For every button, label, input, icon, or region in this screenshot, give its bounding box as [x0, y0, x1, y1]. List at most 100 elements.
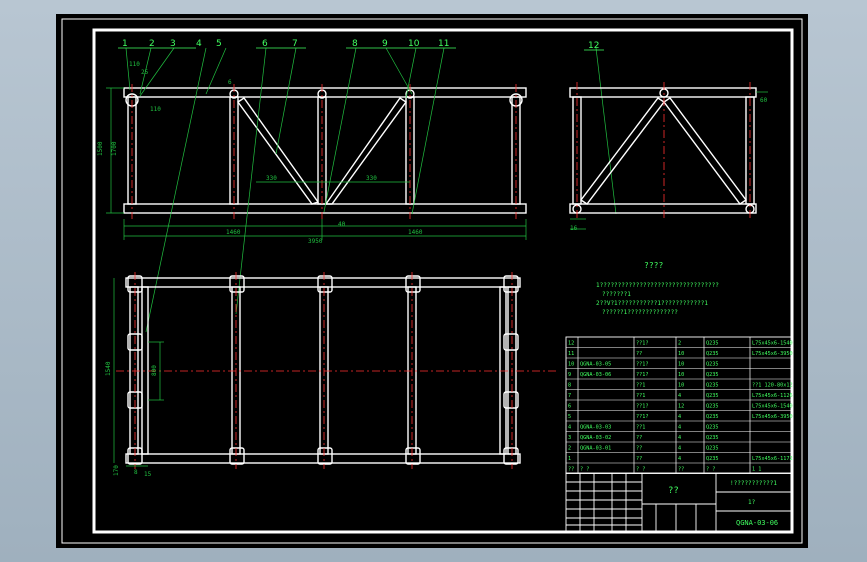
- balloon-5: 5: [216, 39, 222, 49]
- front-dim-text: 110 25 6 1500 1700 330 330 3950 1460 146…: [97, 61, 423, 245]
- bom-header-code: ? ?: [580, 467, 589, 473]
- bom-cell-mat: Q235: [706, 414, 719, 420]
- bom-cell-no: 9: [568, 372, 571, 378]
- dim-d12: 40: [338, 221, 346, 228]
- bom-cell-no: 6: [568, 404, 571, 410]
- dim-d18: 170: [113, 465, 120, 476]
- bom-cell-qty: 4: [678, 414, 681, 420]
- bom-cell-std: L75x45x6-1540: [752, 341, 793, 347]
- front-dimensions: [106, 47, 617, 333]
- plan-dimensions: [113, 278, 164, 467]
- dim-d6: 1700: [111, 141, 118, 156]
- side-elevation: [569, 87, 757, 214]
- title-top-right: !???????????1: [730, 480, 777, 487]
- bom-cell-no: 12: [568, 341, 574, 347]
- balloon-3: 3: [170, 39, 176, 49]
- title-scale: 1?: [748, 499, 756, 506]
- bom-cell-no: 7: [568, 393, 571, 399]
- bom-cell-qty: 4: [678, 425, 681, 431]
- bom-cell-no: 10: [568, 362, 574, 368]
- bom-frame: [565, 336, 793, 474]
- bom-cell-std: L75x45x6-1126: [752, 393, 793, 399]
- side-centerlines: [576, 82, 751, 219]
- title-center: ??: [668, 486, 679, 496]
- bom-cell-mat: Q235: [706, 425, 719, 431]
- notes-line2: ???????1: [602, 291, 631, 298]
- bom-cell-qty: 2: [678, 341, 681, 347]
- bom-cell-mat: Q235: [706, 435, 719, 441]
- bom-cell-name: ??: [636, 446, 642, 452]
- dim-d5: 1500: [97, 141, 104, 156]
- bom-cell-no: 4: [568, 425, 571, 431]
- dim-d14: 1540: [105, 361, 112, 376]
- bom-cell-code: QGNA-03-02: [580, 435, 611, 441]
- bom-header-qty: ??: [678, 467, 684, 473]
- bom-cell-name: ??1?: [636, 404, 649, 410]
- notes-line3: 2??V?1???????????1????????????1: [596, 300, 708, 307]
- inner-border: [92, 28, 794, 534]
- bom-cell-code: QGNA-03-06: [580, 372, 611, 378]
- bom-cell-mat: Q235: [706, 362, 719, 368]
- bom-cell-name: ??1?: [636, 372, 649, 378]
- bom-cell-no: 3: [568, 435, 571, 441]
- bom-cell-code: QGNA-03-05: [580, 362, 611, 368]
- bom-cell-no: 1: [568, 456, 571, 462]
- dim-d13: 110: [150, 106, 161, 113]
- bom-cell-mat: Q235: [706, 404, 719, 410]
- bom-cell-qty: 12: [678, 404, 684, 410]
- plan-centerlines: [116, 272, 556, 469]
- bom-cell-name: ??1?: [636, 414, 649, 420]
- dim-d15: 800: [151, 365, 158, 376]
- bom-cell-no: 8: [568, 383, 571, 389]
- balloon-7: 7: [292, 39, 298, 49]
- bom-cell-qty: 10: [678, 372, 684, 378]
- dim-d4: 6: [228, 79, 232, 86]
- notes-title: ????: [644, 261, 663, 270]
- bom-cell-name: ??1: [636, 425, 645, 431]
- dim-d19: 8: [134, 469, 138, 476]
- balloon-2: 2: [149, 39, 155, 49]
- bom-cell-qty: 10: [678, 351, 684, 357]
- bom-header-std: 1 1: [752, 467, 761, 473]
- side-dim-text: 60 16: [570, 97, 768, 232]
- bom-cell-name: ??1?: [636, 341, 649, 347]
- bom-cell-qty: 4: [678, 393, 681, 399]
- bom-cell-qty: 10: [678, 383, 684, 389]
- bom-cell-std: L75x45x6-1172: [752, 456, 793, 462]
- bom-header-no: ??: [568, 467, 574, 473]
- bom-cell-name: ??: [636, 456, 642, 462]
- balloon-9: 9: [382, 39, 388, 49]
- bom-cell-name: ??1: [636, 393, 645, 399]
- balloon-6: 6: [262, 39, 268, 49]
- dim-d16: 60: [760, 97, 768, 104]
- dim-d1: 110: [129, 61, 140, 68]
- balloon-4: 4: [196, 39, 202, 49]
- bom-cell-std: L75x45x6-3950: [752, 414, 793, 420]
- balloon-12: 12: [588, 41, 599, 51]
- balloon-10: 10: [408, 39, 420, 49]
- bom-cell-std: L75x45x6-1540: [752, 404, 793, 410]
- bom-cell-qty: 4: [678, 456, 681, 462]
- bom-header-mat: ? ?: [706, 467, 715, 473]
- bom-cell-code: QGNA-03-01: [580, 446, 611, 452]
- plan-view: [125, 275, 521, 465]
- bom-cell-mat: Q235: [706, 383, 719, 389]
- bom-cell-std: ??1 120-80x12: [752, 383, 793, 389]
- bom-cell-name: ??: [636, 435, 642, 441]
- notes-line1: 1?????????????????????????????????: [596, 282, 719, 289]
- drawing-number: QGNA-03-06: [736, 519, 778, 527]
- outer-border: [61, 18, 803, 544]
- technical-notes: ???? 1????????????????????????????????? …: [596, 261, 719, 316]
- dim-d7: 330: [266, 175, 277, 182]
- balloon-1: 1: [122, 39, 128, 49]
- bom-cell-mat: Q235: [706, 393, 719, 399]
- dim-d10: 1460: [226, 229, 241, 236]
- plan-dim-text: 1540 800 170 8 15: [105, 361, 158, 478]
- bom-cell-mat: Q235: [706, 351, 719, 357]
- bom-header-name: ? ?: [636, 467, 645, 473]
- dim-d8: 330: [366, 175, 377, 182]
- dim-d11: 1460: [408, 229, 423, 236]
- balloon-labels: 1 2 3 4 5 6 7 8 9 10 11 12: [122, 39, 599, 51]
- front-centerlines: [131, 84, 517, 219]
